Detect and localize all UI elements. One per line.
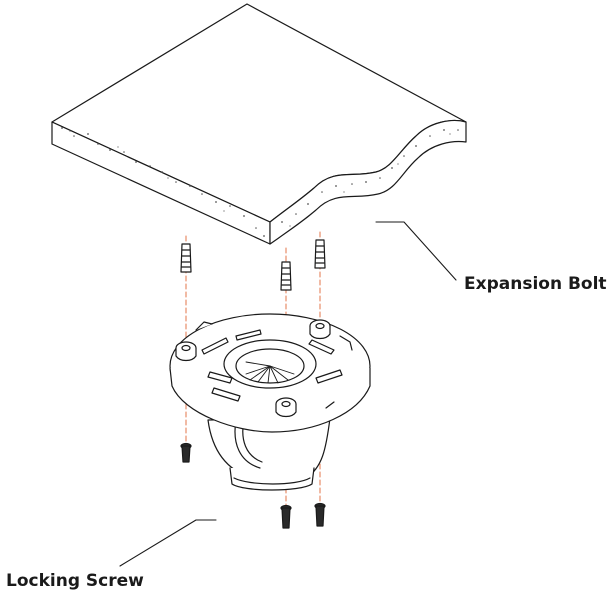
bracket-inner-fins xyxy=(245,361,295,384)
boss-left xyxy=(175,341,197,362)
leader-locking-screw xyxy=(119,519,217,567)
boss-right xyxy=(309,319,331,340)
ceiling-top-face xyxy=(51,3,467,223)
expansion-bolt-center xyxy=(280,261,292,291)
boss-front xyxy=(275,397,297,418)
ceiling-slab xyxy=(51,3,467,245)
locking-screw-right xyxy=(314,502,326,527)
locking-screw-label: Locking Screw xyxy=(6,571,144,591)
bracket-slots xyxy=(201,329,343,402)
expansion-bolt-label: Expansion Bolt xyxy=(464,274,607,294)
leader-expansion-bolt xyxy=(375,221,457,281)
ceiling-side-edge xyxy=(269,119,467,245)
locking-screw-center xyxy=(280,504,292,529)
mount-bracket xyxy=(169,313,371,491)
ceiling-texture xyxy=(61,127,459,237)
expansion-bolt-left xyxy=(180,243,192,273)
locking-screw-left xyxy=(180,442,192,463)
expansion-bolt-right xyxy=(314,239,326,269)
